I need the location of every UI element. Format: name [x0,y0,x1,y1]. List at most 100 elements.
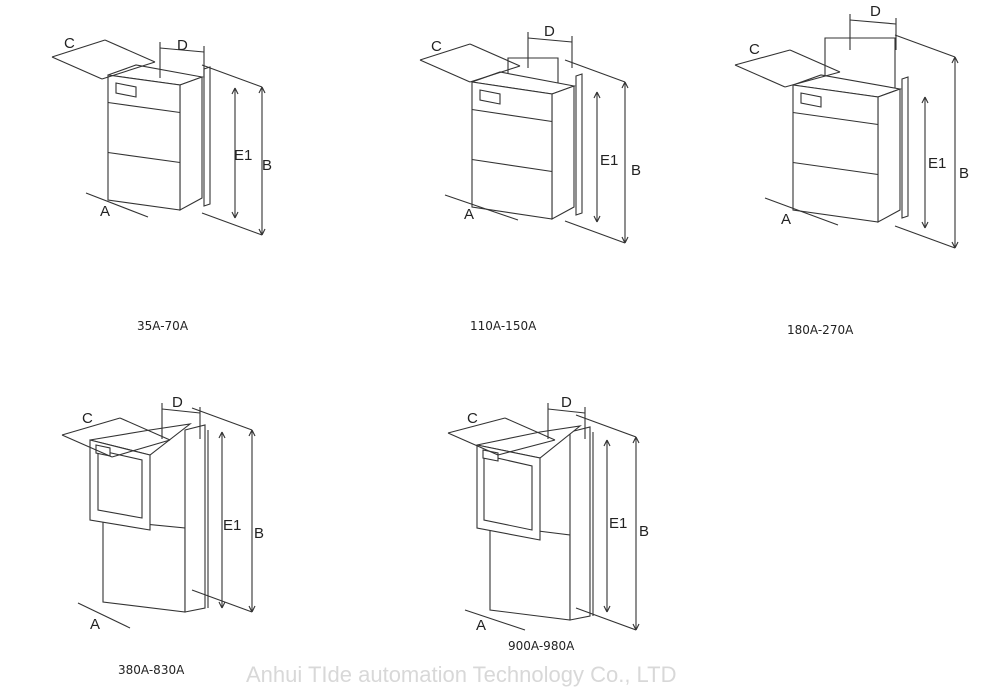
door-panel [483,454,533,531]
dim-e1: E1 [234,147,252,164]
dim-ext-b [564,220,626,244]
dim-line-b [248,605,253,613]
dim-ext-c [419,59,471,83]
cabinet-side [551,85,575,220]
dim-line-b [258,228,263,236]
cabinet-side [179,76,203,211]
dim-a: A [100,203,110,220]
dim-line-c [419,43,471,61]
panel-line [107,101,181,114]
dim-line-b [951,241,956,249]
dim-ext-b [191,589,253,613]
panel-line [471,108,553,123]
dim-line-e1 [924,96,929,104]
unit-380a-830a: C D E1 B A 380A-830A [82,394,264,677]
dim-ext-b [201,212,263,236]
dim-ext-c [469,43,521,67]
dim-c: C [749,41,760,58]
dim-line-d [849,19,897,25]
dim-e1: E1 [600,152,618,169]
dim-ext-c [789,49,841,73]
dim-line-b [251,605,256,613]
mounting-plate [575,73,583,216]
dim-line-c [51,39,106,58]
dim-line-b [621,236,626,244]
cabinet-side [184,424,206,613]
dim-ext-c [447,432,499,456]
dim-line-b [258,86,263,94]
dim-ext-c [469,65,521,83]
display-window [479,89,501,105]
dim-a: A [90,616,100,633]
dim-ext-c [101,61,156,80]
dim-d: D [870,3,881,20]
cabinet-side [877,88,901,223]
dim-ext-b [201,64,263,88]
dim-line-d [159,47,205,53]
dim-line-c [61,417,121,436]
dim-b: B [639,523,649,540]
dim-e1: E1 [928,155,946,172]
cabinet-front [792,84,879,223]
dim-line-e1 [231,211,236,219]
panel-line [792,111,879,126]
dim-line-c [734,49,791,66]
dim-d: D [561,394,572,411]
dim-line-e1 [218,431,223,439]
dim-line-b [632,623,637,631]
cabinet-outlines [51,14,959,631]
dim-line-a [77,602,131,629]
dim-line-e1 [596,215,601,223]
dim-line-d [161,408,201,414]
unit-35a-70a: C D E1 B A 35A-70A [64,35,272,333]
dim-line-e1 [596,91,601,99]
dim-line-e1 [221,431,226,439]
mounting-plate [901,76,909,219]
dim-line-e1 [593,215,598,223]
dim-a: A [476,617,486,634]
dim-d: D [544,23,555,40]
dim-line-e1 [606,605,611,613]
cabinet-base [489,524,571,621]
panel-line [792,161,879,176]
dim-line-e1 [231,87,236,95]
dim-ext-b [894,225,956,249]
dim-b: B [262,157,272,174]
display-window [115,82,137,98]
unit-110a-150a: C D E1 B A 110A-150A [431,23,641,333]
dim-ext-b [564,59,626,83]
dim-line-a [464,609,526,631]
dim-line-e1 [218,601,223,609]
dim-b: B [631,162,641,179]
dim-ext-b [575,414,637,438]
dim-line-e1 [593,91,598,99]
dim-line-d [527,37,573,43]
panel-line [107,151,181,164]
unit-caption: 35A-70A [137,319,189,333]
dim-line-b [635,623,640,631]
dim-e1: E1 [223,517,241,534]
dim-line-b [632,436,637,444]
dim-line-e1 [606,439,611,447]
dim-ext-c [497,439,556,456]
dim-line-b [635,436,640,444]
dim-line-e1 [234,211,239,219]
dim-ext-b [191,407,253,431]
dim-line-e1 [221,601,226,609]
dim-line-b [954,241,959,249]
mounting-plate [203,66,211,207]
unit-caption: 110A-150A [470,319,537,333]
dim-ext-c [111,439,171,458]
dim-line-e1 [603,439,608,447]
dim-c: C [64,35,75,52]
dim-c: C [82,410,93,427]
dim-a: A [781,211,791,228]
dim-ext-b [575,607,637,631]
dim-line-b [261,228,266,236]
dim-line-d [547,408,586,414]
dim-line-b [954,56,959,64]
dim-line-e1 [234,87,239,95]
watermark: Anhui TIde automation Technology Co., LT… [246,662,676,687]
dim-b: B [959,165,969,182]
dim-ext-c [734,64,786,88]
